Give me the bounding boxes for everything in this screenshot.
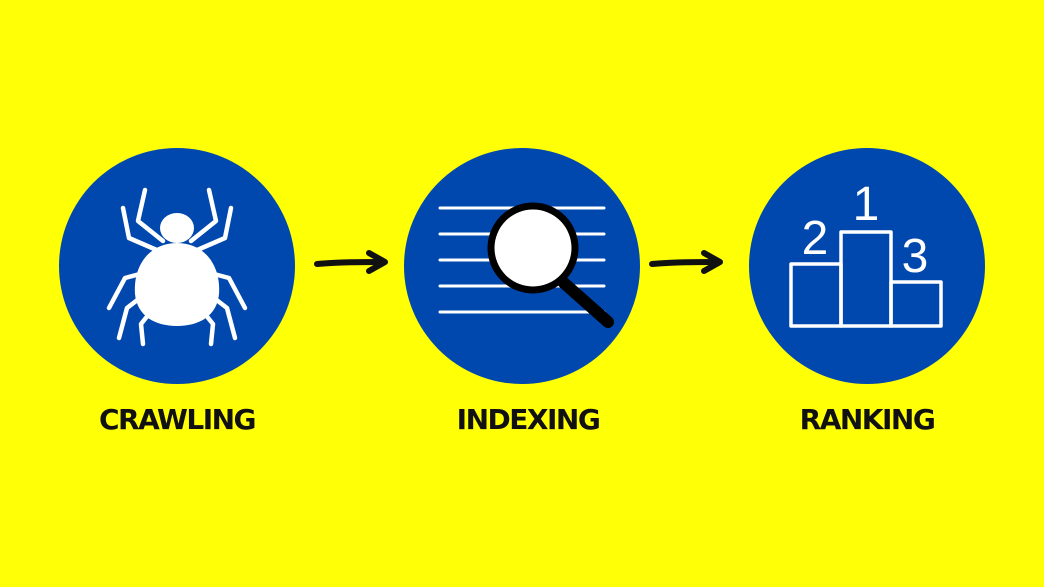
indexing-label: INDEXING (456, 403, 601, 436)
podium-first-number: 1 (853, 178, 880, 231)
right-arrow-icon (649, 250, 723, 274)
right-arrow-icon (314, 250, 388, 274)
indexing-circle (404, 148, 640, 384)
podium-second-number: 2 (802, 212, 829, 265)
ranking-circle: 1 2 3 (749, 148, 985, 384)
spider-icon (106, 187, 248, 347)
podium-third-number: 3 (902, 230, 929, 283)
ranking-label: RANKING (799, 403, 936, 436)
crawling-label: CRAWLING (98, 403, 257, 436)
magnifier-over-lines-icon (438, 202, 614, 328)
podium-icon: 1 2 3 (789, 178, 943, 328)
crawling-circle (59, 148, 295, 384)
